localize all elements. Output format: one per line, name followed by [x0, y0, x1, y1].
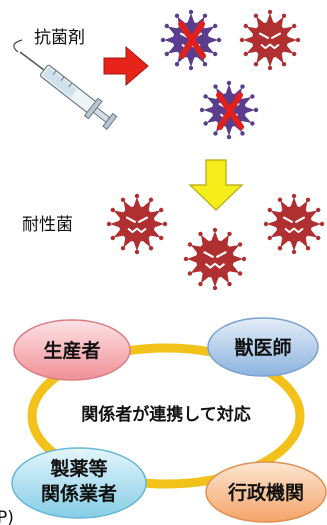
administration-label: 行政機関: [227, 481, 304, 504]
virus-icon: [106, 193, 168, 255]
syringe-icon: [13, 39, 118, 130]
cross-icon: [216, 92, 244, 130]
virus-icon: [263, 193, 325, 255]
pharma-bubble: 製薬等 関係業者: [11, 447, 147, 519]
yellow-arrow-icon: [188, 159, 244, 211]
cooperation-ring: [27, 343, 305, 489]
veterinarian-label: 獣医師: [234, 336, 291, 359]
cross-icon: [178, 21, 206, 59]
producer-label: 生産者: [43, 339, 100, 362]
pharma-label-line1: 製薬等: [49, 457, 107, 480]
pharma-label-line2: 関係業者: [41, 482, 117, 505]
cooperation-label: 関係者が連携して対応: [81, 404, 251, 425]
resistant-bacteria-label: 耐性菌: [22, 215, 73, 235]
red-arrow-icon: [103, 45, 149, 87]
producer-bubble: 生産者: [13, 319, 131, 381]
virus-icon: [239, 9, 301, 71]
virus-icon: [183, 227, 247, 291]
administration-bubble: 行政機関: [205, 461, 327, 523]
veterinarian-bubble: 獣医師: [207, 317, 319, 377]
antibiotic-label: 抗菌剤: [34, 28, 85, 48]
corner-text-fragment: P): [0, 508, 14, 525]
